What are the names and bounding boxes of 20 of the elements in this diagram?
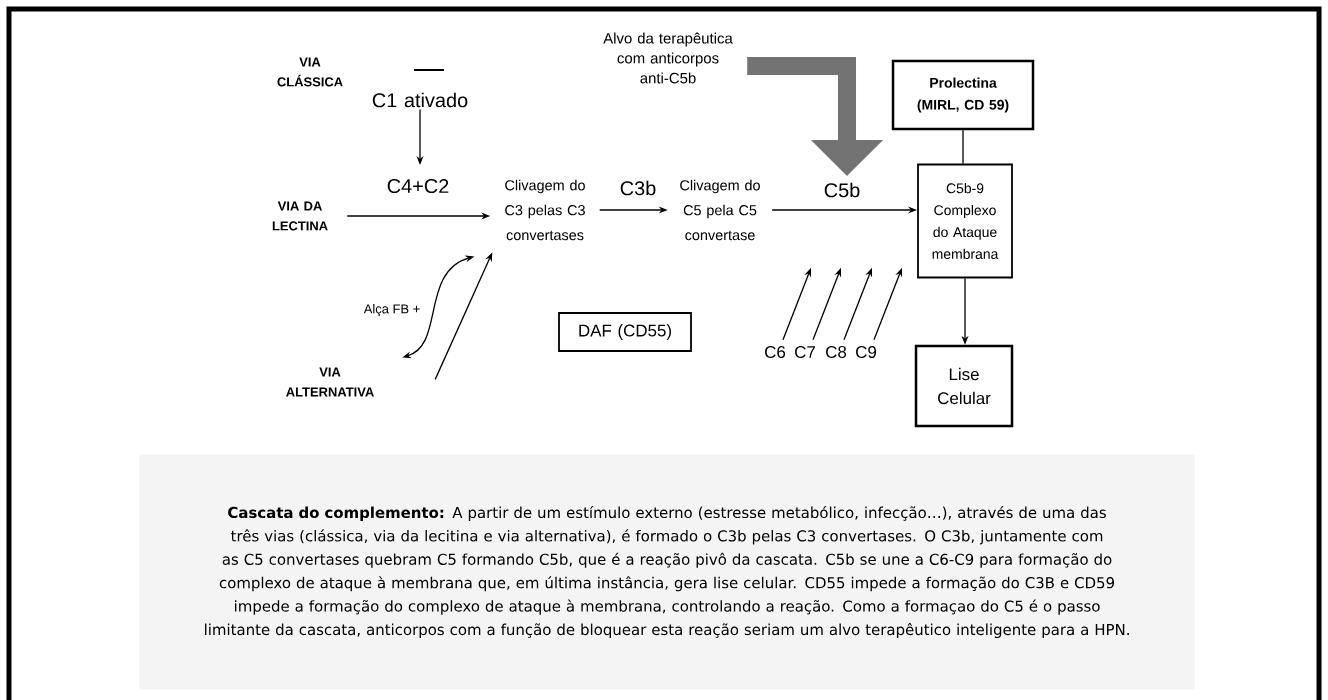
inhibitor-box: Prolectina (MIRL, CD 59) [891,59,1035,131]
therapy-label: Alvo da terapêutica com anticorpos anti-C5b [603,32,733,84]
process-label: Clivagem do C3 pelas C3 convertases [505,179,585,241]
edge-label: C5b [822,181,862,199]
result-box: Lise Celular [914,344,1014,428]
term-label: C1 ativado [372,92,468,108]
pathway-label: VIA DA LECTINA [272,201,328,231]
component-label: C6 [765,346,786,358]
inhibitor-box: DAF (CD55) [558,312,692,352]
component-label: C8 [826,346,847,358]
pathway-label: VIA CLÁSSICA [277,57,343,87]
component-label: C9 [856,346,877,358]
caption-box: Cascata do complemento: A partir de um estímulo externo (estresse metabólico, infecção…), através de uma das três vias (clássica, via da lecitina e via alternativa), é formado o C3b pelas C3 convertases. O C3b, juntamente com as C5 convertases quebram C5 formando C5b, que é a reação pivô da cascata. C5b se une a C6-C9 para formação do complexo de ataque à membrana que, em última instância, gera lise celular. CD55 impede a formação do C3B e CD59 impede a formação do complexo de ataque à membrana, controlando a reação. Como a formaçao do C5 é o passo limitante da cascata, anticorpos com a função de bloquear esta reação seriam um alvo terapêutico inteligente para a HPN. [139,454,1195,690]
edge-label: Alça FB + [362,302,422,318]
pathway-label: VIA ALTERNATIVA [286,367,374,397]
component-label: C7 [795,346,815,358]
edge-label: C3b [618,179,658,197]
process-label: Clivagem do C5 pela C5 convertase [680,179,760,241]
edge-label: C4+C2 [385,177,451,195]
complex-box: C5b-9 Complexo do Ataque membrana [917,163,1013,279]
